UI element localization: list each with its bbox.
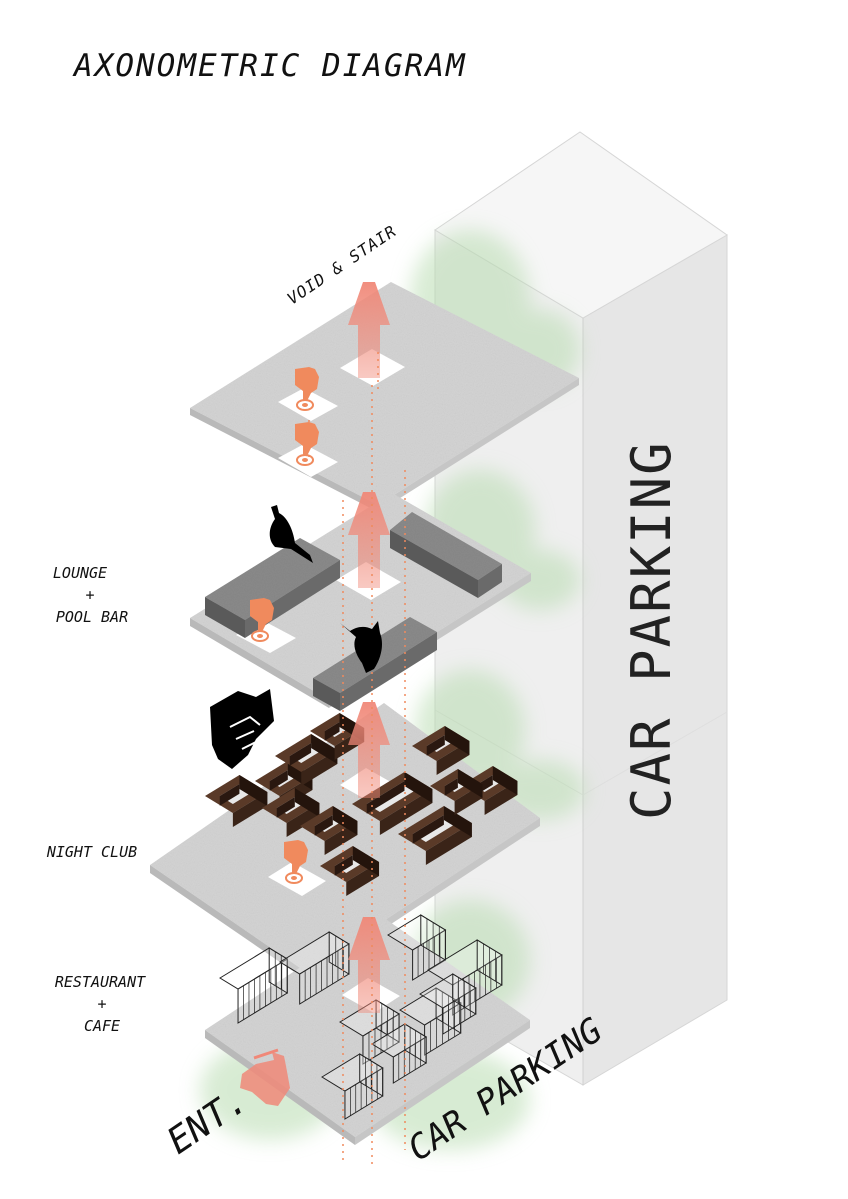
lounge-plus: + (85, 586, 94, 604)
club-booth (320, 846, 380, 896)
cat-icon (340, 621, 382, 673)
club-booth (300, 806, 358, 855)
stair-markers (250, 367, 319, 884)
restaurant-label: RESTAURANT (55, 973, 146, 991)
stair-opening (278, 388, 338, 421)
glass-box-icon (419, 973, 477, 1035)
pool-bar-label: POOL BAR (56, 608, 128, 626)
stair-opening (278, 444, 338, 477)
handshake-icon (210, 689, 274, 769)
up-arrow-icon (348, 917, 390, 1013)
club-booth (398, 806, 472, 865)
club-booth (412, 726, 470, 775)
club-booth (205, 775, 268, 827)
club-booth (430, 769, 483, 815)
circulation-arrows (308, 282, 406, 1165)
up-arrow-icon (348, 282, 390, 378)
glass-box-icon (219, 947, 289, 1024)
lounge-label: LOUNGE (53, 564, 107, 582)
stair-opening (268, 862, 326, 896)
lounge-sofa (390, 512, 502, 598)
cafe-label: CAFE (84, 1017, 120, 1035)
pointing-hand-icon (295, 422, 319, 466)
restaurant-plus: + (97, 995, 106, 1013)
glass-box-icon (371, 1023, 428, 1084)
club-booth (262, 788, 320, 837)
club-booths (205, 713, 518, 896)
tower-car-parking-label: CAR PARKING (620, 440, 683, 820)
entrance-hand-icon (240, 1048, 290, 1106)
club-booth (352, 772, 433, 835)
glass-box-icon (279, 931, 350, 1005)
slab-lounge (190, 493, 531, 711)
club-booth (275, 734, 338, 786)
up-arrow-icon (348, 492, 390, 588)
up-arrow-icon (348, 702, 390, 798)
pointing-hand-icon (295, 367, 319, 411)
cat-icon (269, 505, 313, 563)
night-club-label: NIGHT CLUB (46, 843, 137, 861)
diagram-title: AXONOMETRIC DIAGRAM (72, 48, 467, 84)
glass-box-icon (321, 1053, 384, 1120)
glass-boxes (219, 914, 503, 1120)
slab-void-stair (190, 282, 579, 512)
glass-box-icon (387, 914, 447, 981)
pointing-hand-icon (250, 598, 274, 642)
pointing-hand-icon (284, 840, 308, 884)
